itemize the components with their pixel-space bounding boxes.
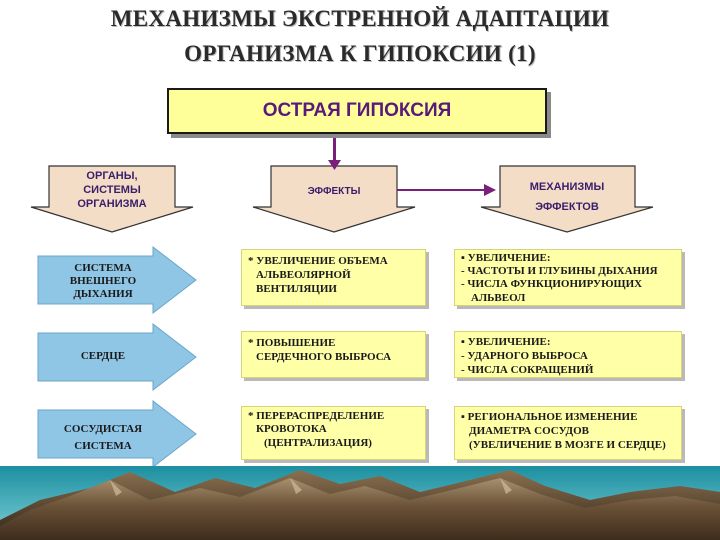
mechanism-line: - ЧИСЛА ФУНКЦИОНИРУЮЩИХ — [461, 278, 643, 291]
header-organs-label: ОРГАНЫ, СИСТЕМЫ ОРГАНИЗМА — [57, 170, 167, 211]
mechanism-line: - УДАРНОГО ВЫБРОСА — [461, 350, 588, 363]
organ-label-heart: СЕРДЦЕ — [48, 350, 158, 363]
row-arrow-organ-2 — [37, 322, 197, 392]
effect-line: * УВЕЛИЧЕНИЕ ОБЪЕМА — [248, 255, 388, 267]
header-arrow-organs — [30, 165, 194, 233]
row-arrow-organ-3 — [37, 399, 197, 469]
mechanism-line: - ЧИСЛА СОКРАЩЕНИЙ — [461, 364, 594, 377]
header-mechanisms-line: МЕХАНИЗМЫ — [529, 181, 605, 193]
page-title-line-1: МЕХАНИЗМЫ ЭКСТРЕННОЙ АДАПТАЦИИ — [110, 6, 610, 31]
effect-cell-respiratory: * УВЕЛИЧЕНИЕ ОБЪЕМА АЛЬВЕОЛЯРНОЙ ВЕНТИЛЯ… — [241, 249, 426, 306]
header-organs-line: ОРГАНИЗМА — [77, 197, 147, 210]
effect-cell-heart: * ПОВЫШЕНИЕ СЕРДЕЧНОГО ВЫБРОСА — [241, 331, 426, 378]
mechanism-cell-heart: ▪ УВЕЛИЧЕНИЕ: - УДАРНОГО ВЫБРОСА - ЧИСЛА… — [454, 331, 682, 378]
header-arrow-mechanisms — [480, 165, 654, 233]
header-organs-line: ОРГАНЫ, — [86, 170, 138, 182]
mechanism-line: ДИАМЕТРА СОСУДОВ — [469, 425, 589, 438]
organ-label-vascular: СОСУДИСТАЯ СИСТЕМА — [48, 421, 158, 455]
mechanism-line: ▪ РЕГИОНАЛЬНОЕ ИЗМЕНЕНИЕ — [461, 411, 638, 423]
connector-horizontal — [397, 189, 487, 191]
mechanism-line: - ЧАСТОТЫ И ГЛУБИНЫ ДЫХАНИЯ — [461, 265, 658, 278]
mechanism-cell-respiratory: ▪ УВЕЛИЧЕНИЕ: - ЧАСТОТЫ И ГЛУБИНЫ ДЫХАНИ… — [454, 249, 682, 306]
organ-line: ДЫХАНИЯ — [73, 288, 133, 301]
organ-line: СИСТЕМА — [74, 440, 132, 453]
organ-line: ВНЕШНЕГО — [69, 275, 137, 288]
organ-line: СОСУДИСТАЯ — [63, 423, 143, 435]
effect-line: * ПОВЫШЕНИЕ — [248, 337, 336, 349]
header-mechanisms-line: ЭФФЕКТОВ — [535, 201, 599, 214]
effect-line: АЛЬВЕОЛЯРНОЙ — [256, 269, 351, 282]
effect-line: СЕРДЕЧНОГО ВЫБРОСА — [256, 351, 392, 364]
page-title-line-2: ОРГАНИЗМА К ГИПОКСИИ (1) — [184, 41, 536, 66]
mechanism-line: ▪ УВЕЛИЧЕНИЕ: — [461, 252, 551, 264]
mechanism-cell-vascular: ▪ РЕГИОНАЛЬНОЕ ИЗМЕНЕНИЕ ДИАМЕТРА СОСУДО… — [454, 406, 682, 460]
header-organs-line: СИСТЕМЫ — [83, 183, 141, 196]
mountains-front — [0, 478, 720, 540]
row-arrow-organ-1 — [37, 245, 197, 315]
mechanism-line: (УВЕЛИЧЕНИЕ В МОЗГЕ И СЕРДЦЕ) — [469, 439, 666, 452]
effect-cell-vascular: * ПЕРЕРАСПРЕДЕЛЕНИЕ КРОВОТОКА (ЦЕНТРАЛИЗ… — [241, 406, 426, 460]
mechanism-line: ▪ УВЕЛИЧЕНИЕ: — [461, 336, 551, 348]
acute-hypoxia-box: ОСТРАЯ ГИПОКСИЯ — [167, 88, 547, 134]
header-effects-label: ЭФФЕКТЫ — [276, 184, 392, 199]
effect-line: КРОВОТОКА — [256, 423, 327, 436]
mechanism-line: АЛЬВЕОЛ — [471, 291, 526, 304]
header-effects-line: ЭФФЕКТЫ — [307, 186, 361, 197]
acute-hypoxia-label: ОСТРАЯ ГИПОКСИЯ — [262, 100, 452, 121]
connector-vertical-main — [333, 132, 336, 168]
header-mechanisms-label: МЕХАНИЗМЫ ЭФФЕКТОВ — [505, 177, 629, 218]
effect-line: * ПЕРЕРАСПРЕДЕЛЕНИЕ — [248, 410, 385, 422]
effect-line: ВЕНТИЛЯЦИИ — [256, 283, 337, 296]
effect-line: (ЦЕНТРАЛИЗАЦИЯ) — [264, 436, 372, 449]
organ-line: СЕРДЦЕ — [80, 350, 126, 362]
organ-label-respiratory: СИСТЕМА ВНЕШНЕГО ДЫХАНИЯ — [48, 262, 158, 302]
header-arrow-effects — [252, 165, 416, 233]
organ-line: СИСТЕМА — [74, 262, 132, 274]
